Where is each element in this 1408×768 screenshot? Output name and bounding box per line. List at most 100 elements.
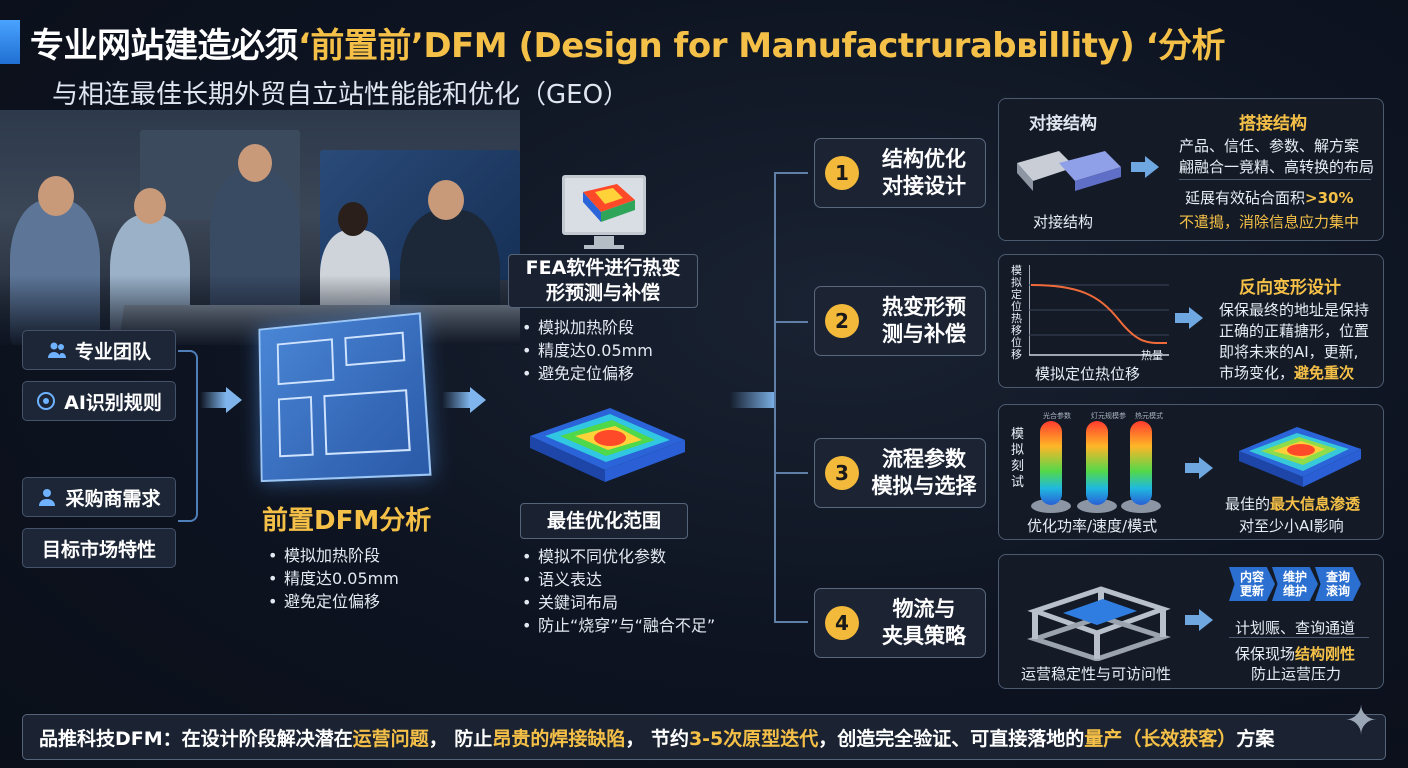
inputs-bracket — [178, 350, 198, 522]
step-label: 热变形预测与补偿 — [882, 295, 966, 346]
monitor-base — [584, 245, 624, 249]
panel1-line4: 不遣搗，消除信息应力集中 — [1179, 213, 1360, 231]
step-number: 2 — [825, 304, 859, 338]
panel-logistics: 运营稳定性与可访问性 内容更新 维护维护 查询滚询 计划赈、查询通道 保保现场结… — [998, 554, 1384, 689]
step-label: 结构优化对接设计 — [882, 147, 966, 198]
dfm-analysis-label: 前置DFM分析 — [262, 506, 432, 536]
step-4: 4 物流与夹具策略 — [814, 588, 986, 658]
column-base — [1077, 499, 1117, 513]
panel2-line3: 即将未来的AI，更新, — [1219, 343, 1359, 361]
panel2-caption: 模拟定位热位移 — [1035, 365, 1141, 383]
input-team-label: 专业团队 — [74, 340, 151, 363]
column-base — [1121, 499, 1161, 513]
optimum-range-box: 最佳优化范围 — [520, 503, 688, 539]
panel4-divider — [1229, 637, 1369, 638]
panel1-line2: 翩融合一竟精、高转换的布局 — [1179, 158, 1375, 176]
panel1-right-title: 搭接结构 — [1239, 114, 1307, 134]
input-target-market-label: 目标市场特性 — [41, 538, 156, 561]
chevron-step: 查询滚询 — [1315, 567, 1361, 601]
panel2-line1: 保保最终的地址是保持 — [1219, 301, 1370, 319]
branch-line — [774, 321, 808, 323]
step-2: 2 热变形预测与补偿 — [814, 286, 986, 356]
monitor-icon — [562, 175, 646, 235]
dfm-bullet: 避免定位偏移 — [268, 590, 399, 613]
team-icon — [47, 340, 67, 360]
chevron-step: 内容更新 — [1229, 567, 1275, 601]
panel1-left-title: 对接结构 — [1029, 114, 1097, 134]
step-number: 4 — [825, 606, 859, 640]
arrow-right-icon — [1189, 307, 1203, 329]
trunk-line — [774, 172, 776, 622]
input-buyer-needs: 采购商需求 — [22, 477, 176, 517]
panel4-arrow-stem — [1185, 615, 1199, 625]
input-team: 专业团队 — [22, 330, 176, 370]
panel1-left-caption: 对接结构 — [1033, 213, 1094, 231]
panel4-caption: 运营稳定性与可访问性 — [1021, 665, 1172, 683]
panel4-line1: 计划赈、查询通道 — [1235, 619, 1356, 637]
monitor-stand — [594, 236, 614, 246]
panel4-line3: 防止运营压力 — [1251, 665, 1342, 683]
branch-line — [774, 621, 808, 623]
panel3-col-label: 热元模式 — [1135, 412, 1163, 420]
panel2-x-label: 热量 — [1141, 349, 1163, 362]
title-part-white: 专业网站建造必须 — [30, 26, 299, 66]
heat-column-icon — [1040, 421, 1062, 505]
fea-bullet: 精度达0.05mm — [522, 339, 653, 362]
fea-title-line1: FEA软件进行热变 — [525, 257, 681, 279]
page-subtitle: 与相连最佳长期外贸自立站性能能和优化（GEO） — [52, 80, 630, 110]
step-number: 1 — [825, 156, 859, 190]
panel-structure: 对接结构 对接结构 搭接结构 产品、信任、参数、解方案 翩融合一竟精、高转换的布… — [998, 98, 1384, 241]
arrow-right-icon — [1199, 609, 1213, 631]
input-ai-rules-label: AI识别规则 — [64, 391, 162, 414]
fea-bullets: 模拟加热阶段 精度达0.05mm 避免定位偏移 — [522, 316, 653, 385]
branch-line — [774, 472, 808, 474]
heatmap-plate-icon — [520, 398, 690, 488]
arrow-stem-1 — [200, 392, 226, 408]
panel1-line3: 延展有效砧合面积>30% — [1185, 189, 1354, 207]
butt-joint-icon — [1017, 151, 1121, 191]
fea-bullet: 模拟加热阶段 — [522, 316, 653, 339]
page-title: 专业网站建造必须‘前置前’DFM (Design for Manufactrur… — [30, 18, 1400, 67]
user-icon — [37, 487, 57, 507]
panel3-col-label: 光合参数 — [1043, 412, 1071, 420]
panel2-y-label: 模拟定位热移位移 — [1011, 264, 1022, 361]
panel1-divider — [1179, 179, 1371, 180]
arrow-right-icon — [1145, 156, 1159, 178]
optimum-bullet: 语义表达 — [522, 568, 715, 591]
heat-column-icon — [1086, 421, 1108, 505]
optimum-bullets: 模拟不同优化参数 语义表达 关鍵词布局 防止“烧穿”与“融合不足” — [522, 545, 715, 637]
dfm-bullet: 精度达0.05mm — [268, 567, 399, 590]
input-buyer-needs-label: 采购商需求 — [65, 487, 161, 510]
arrow-right-icon — [1199, 457, 1213, 479]
chevron-step: 维护维护 — [1272, 567, 1318, 601]
dfm-bullet: 模拟加热阶段 — [268, 544, 399, 567]
dfm-bullets: 模拟加热阶段 精度达0.05mm 避免定位偏移 — [268, 544, 399, 613]
panel3-right-caption2: 对至少小AI影响 — [1239, 517, 1344, 535]
column-base — [1031, 499, 1071, 513]
panel4-line2: 保保现场结构刚性 — [1235, 645, 1356, 663]
step-label: 物流与夹具策略 — [882, 597, 966, 648]
title-accent-bar — [0, 20, 20, 64]
heat-surface-icon — [1239, 427, 1361, 487]
panel-process: 模拟刻试 光合参数 灯元规模参 热元模式 优化功率/速度/模式 最佳的最大信息渗… — [998, 404, 1384, 540]
title-part-gold: ‘前置前’DFM (Design for Manufactrurabвillit… — [298, 26, 1226, 66]
optimum-bullet: 防止“烧穿”与“融合不足” — [522, 614, 715, 637]
thermal-curve-chart — [1029, 265, 1169, 356]
panel3-right-caption1: 最佳的最大信息渗透 — [1225, 495, 1361, 513]
sparkle-icon: ✦ — [1344, 698, 1378, 744]
heat-column-icon — [1130, 421, 1152, 505]
fea-bullet: 避免定位偏移 — [522, 362, 653, 385]
panel1-line1: 产品、信任、参数、解方案 — [1179, 137, 1360, 155]
input-ai-rules: AI识别规则 — [22, 381, 176, 421]
arrow-right-icon — [226, 387, 242, 413]
blueprint-icon — [258, 312, 432, 483]
arrow-stem-2 — [442, 392, 470, 408]
trunk-stem — [730, 392, 776, 408]
optimum-bullet: 关鍵词布局 — [522, 591, 715, 614]
branch-line — [774, 172, 808, 174]
step-number: 3 — [825, 456, 859, 490]
ai-brain-icon — [36, 391, 56, 411]
panel2-line2: 正确的正藉搪形，位置 — [1219, 322, 1370, 340]
fea-title-line2: 形预测与补偿 — [545, 282, 660, 304]
